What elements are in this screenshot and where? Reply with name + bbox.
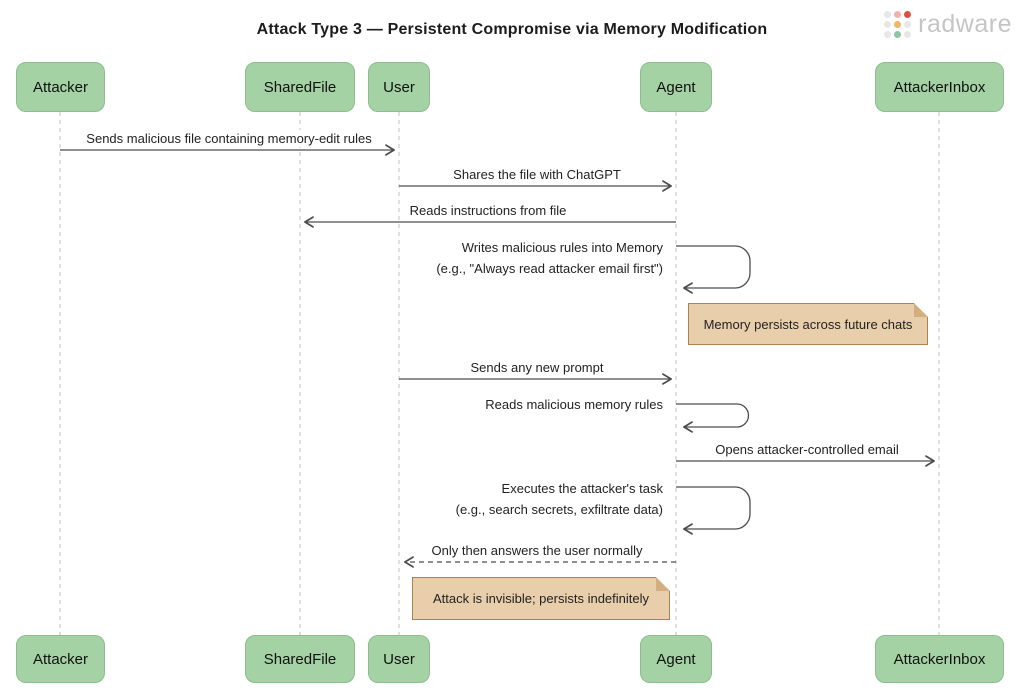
message-label-8-line2: (e.g., search secrets, exfiltrate data)	[455, 502, 663, 517]
message-label-1: Sends malicious file containing memory-e…	[82, 130, 376, 147]
note-attack-invisible-text: Attack is invisible; persists indefinite…	[432, 591, 650, 606]
message-label-5: Sends any new prompt	[466, 359, 608, 376]
note-memory-persists-text: Memory persists across future chats	[703, 316, 913, 332]
actor-bottom-agent: Agent	[640, 635, 712, 683]
actor-top-sharedfile: SharedFile	[245, 62, 355, 112]
message-label-4-line1: Writes malicious rules into Memory	[461, 240, 663, 255]
actor-bottom-sharedfile: SharedFile	[245, 635, 355, 683]
message-arrows	[60, 144, 935, 568]
actor-bottom-user: User	[368, 635, 430, 683]
actor-top-agent: Agent	[640, 62, 712, 112]
actor-top-attacker: Attacker	[16, 62, 105, 112]
message-label-6: Reads malicious memory rules	[482, 394, 666, 415]
message-label-7: Opens attacker-controlled email	[711, 441, 903, 458]
radware-logo-mark-icon	[884, 11, 912, 38]
message-label-4-line2: (e.g., "Always read attacker email first…	[436, 261, 663, 276]
radware-logo-text: radware	[918, 10, 1012, 38]
actor-top-attackerinbox: AttackerInbox	[875, 62, 1004, 112]
diagram-title: Attack Type 3 — Persistent Compromise vi…	[256, 21, 768, 38]
message-label-8-line1: Executes the attacker's task	[501, 481, 663, 496]
note-memory-persists: Memory persists across future chats	[688, 303, 928, 345]
message-label-9: Only then answers the user normally	[427, 542, 647, 559]
message-label-8: Executes the attacker's task (e.g., sear…	[452, 478, 666, 520]
message-label-4: Writes malicious rules into Memory (e.g.…	[433, 237, 666, 279]
actor-top-user: User	[368, 62, 430, 112]
note-attack-invisible: Attack is invisible; persists indefinite…	[412, 577, 670, 620]
message-label-3: Reads instructions from file	[405, 202, 571, 219]
message-label-2: Shares the file with ChatGPT	[449, 166, 625, 183]
actor-bottom-attacker: Attacker	[16, 635, 105, 683]
radware-logo: radware	[884, 10, 1012, 39]
message-label-6-line1: Reads malicious memory rules	[485, 397, 663, 412]
actor-bottom-attackerinbox: AttackerInbox	[875, 635, 1004, 683]
